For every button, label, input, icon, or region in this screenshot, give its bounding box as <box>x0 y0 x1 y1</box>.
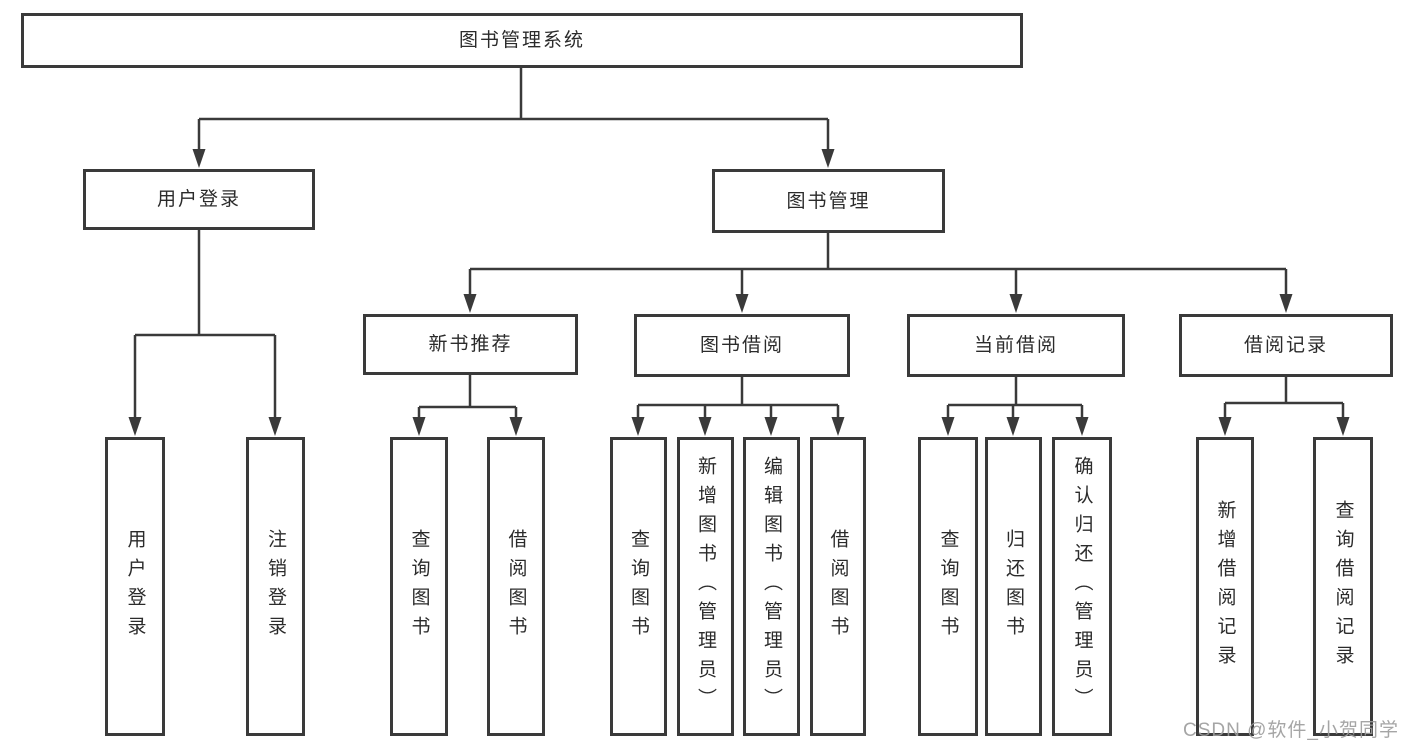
diagram-node-label-return-books: 归还图书 <box>1003 528 1024 645</box>
diagram-node-label-query-books-borrow: 查询图书 <box>628 528 649 645</box>
diagram-node-label-query-books-cur: 查询图书 <box>937 528 959 645</box>
arrowhead-icon-16 <box>1075 417 1089 436</box>
diagram-node-borrow-books-leaf: 借阅图书 <box>810 437 866 736</box>
arrowhead-icon-12 <box>764 417 778 436</box>
arrowhead-icon-8 <box>412 417 426 436</box>
arrowhead-icon-17 <box>1218 417 1232 436</box>
arrowhead-icon-3 <box>735 294 749 313</box>
diagram-node-label-book-mgmt-group: 图书管理 <box>786 190 871 212</box>
diagram-node-label-confirm-return: 确认归还（管理员） <box>1071 456 1093 717</box>
diagram-node-new-book-rec: 新书推荐 <box>363 314 578 375</box>
diagram-node-add-books-admin: 新增图书（管理员） <box>677 437 734 736</box>
diagram-node-query-books-rec: 查询图书 <box>390 437 448 736</box>
diagram-node-label-user-login-group: 用户登录 <box>156 189 241 210</box>
arrowhead-icon-1 <box>821 149 835 168</box>
arrowhead-icon-14 <box>941 417 955 436</box>
arrowhead-icon-15 <box>1006 417 1020 436</box>
diagram-node-label-borrow-records: 借阅记录 <box>1243 335 1328 356</box>
diagram-node-label-user-login-leaf: 用户登录 <box>124 528 146 645</box>
diagram-node-label-add-books-admin: 新增图书（管理员） <box>695 456 716 717</box>
diagram-node-borrow-books-rec: 借阅图书 <box>487 437 545 736</box>
arrowhead-icon-18 <box>1336 417 1350 436</box>
diagram-node-label-logout-leaf: 注销登录 <box>265 528 286 645</box>
diagram-node-query-books-cur: 查询图书 <box>918 437 978 736</box>
diagram-node-logout-leaf: 注销登录 <box>246 437 305 736</box>
watermark-text: CSDN @软件_小贺同学 <box>1183 720 1399 741</box>
diagram-node-label-new-book-rec: 新书推荐 <box>428 334 513 355</box>
arrowhead-icon-0 <box>192 149 206 168</box>
diagram-node-label-root: 图书管理系统 <box>458 30 585 51</box>
diagram-node-label-query-borrow-record: 查询借阅记录 <box>1332 499 1354 674</box>
arrowhead-icon-5 <box>1279 294 1293 313</box>
diagram-node-book-mgmt-group: 图书管理 <box>712 169 945 233</box>
arrowhead-icon-2 <box>463 294 477 313</box>
diagram-node-label-query-books-rec: 查询图书 <box>408 528 430 645</box>
diagram-node-borrow-records: 借阅记录 <box>1179 314 1393 377</box>
diagram-node-label-edit-books-admin: 编辑图书（管理员） <box>761 456 782 717</box>
diagram-node-query-books-borrow: 查询图书 <box>610 437 667 736</box>
diagram-node-label-add-borrow-record: 新增借阅记录 <box>1214 499 1236 674</box>
diagram-node-query-borrow-record: 查询借阅记录 <box>1313 437 1373 736</box>
diagram-node-label-current-borrow: 当前借阅 <box>973 335 1058 356</box>
diagram-node-root: 图书管理系统 <box>21 13 1023 68</box>
arrowhead-icon-10 <box>631 417 645 436</box>
diagram-node-confirm-return: 确认归还（管理员） <box>1052 437 1112 736</box>
arrowhead-icon-6 <box>128 417 142 436</box>
diagram-node-book-borrow: 图书借阅 <box>634 314 850 377</box>
diagram-node-user-login-group: 用户登录 <box>83 169 315 230</box>
diagram-node-user-login-leaf: 用户登录 <box>105 437 165 736</box>
diagram-node-label-borrow-books-leaf: 借阅图书 <box>827 528 849 645</box>
diagram-node-add-borrow-record: 新增借阅记录 <box>1196 437 1254 736</box>
arrowhead-icon-11 <box>698 417 712 436</box>
diagram-node-current-borrow: 当前借阅 <box>907 314 1125 377</box>
arrowhead-icon-13 <box>831 417 845 436</box>
diagram-node-edit-books-admin: 编辑图书（管理员） <box>743 437 800 736</box>
arrowhead-icon-4 <box>1009 294 1023 313</box>
arrowhead-icon-9 <box>509 417 523 436</box>
diagram-node-label-book-borrow: 图书借阅 <box>699 335 784 356</box>
diagram-node-label-borrow-books-rec: 借阅图书 <box>505 528 527 645</box>
diagram-node-return-books: 归还图书 <box>985 437 1042 736</box>
arrowhead-icon-7 <box>268 417 282 436</box>
